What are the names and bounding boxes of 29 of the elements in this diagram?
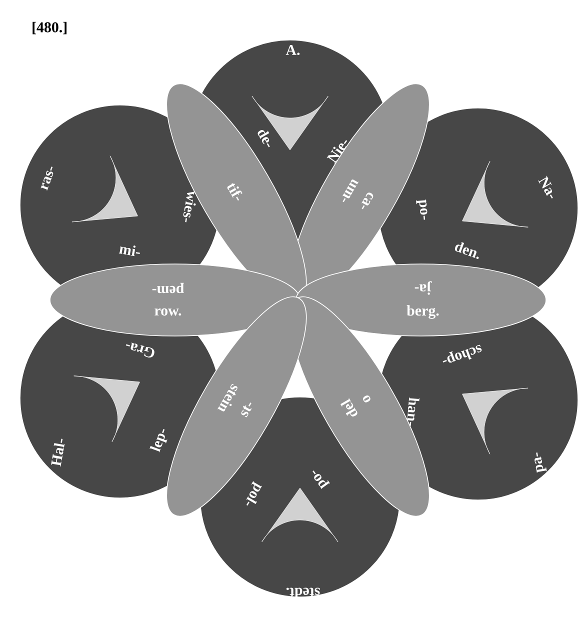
word-fragment: ras- — [40, 166, 54, 190]
word-fragment: row. — [154, 308, 182, 316]
word-fragment: de- — [258, 130, 270, 148]
word-fragment: st- — [241, 402, 252, 418]
word-fragment: mi- — [118, 246, 140, 256]
word-fragment: Na- — [538, 176, 553, 199]
word-fragment: pem- — [152, 282, 184, 294]
word-fragment: Gra- — [126, 342, 154, 358]
word-fragment: tif- — [227, 182, 242, 201]
word-fragment: um- — [342, 180, 359, 202]
word-fragment: stedt. — [286, 588, 320, 598]
word-fragment: po- — [416, 199, 428, 220]
word-fragment: ca- — [362, 192, 374, 210]
word-fragment: del — [340, 398, 358, 416]
word-fragment: ja- — [414, 281, 432, 295]
word-fragment: pa- — [534, 452, 547, 473]
word-fragment: schop- — [442, 344, 482, 363]
word-fragment: po- — [312, 470, 330, 490]
word-fragment: den. — [454, 242, 479, 260]
word-fragment: wies- — [183, 191, 196, 222]
word-fragment: berg. — [406, 305, 439, 319]
word-fragment: pol- — [246, 481, 262, 506]
figure-number: [480.] — [32, 22, 66, 34]
word-fragment: Nie- — [326, 140, 348, 164]
word-fragment: Hal- — [51, 438, 65, 467]
word-fragment: o — [363, 395, 370, 402]
word-fragment: A. — [286, 44, 300, 56]
word-fragment: han- — [407, 397, 420, 426]
word-fragment: lep- — [150, 429, 168, 452]
